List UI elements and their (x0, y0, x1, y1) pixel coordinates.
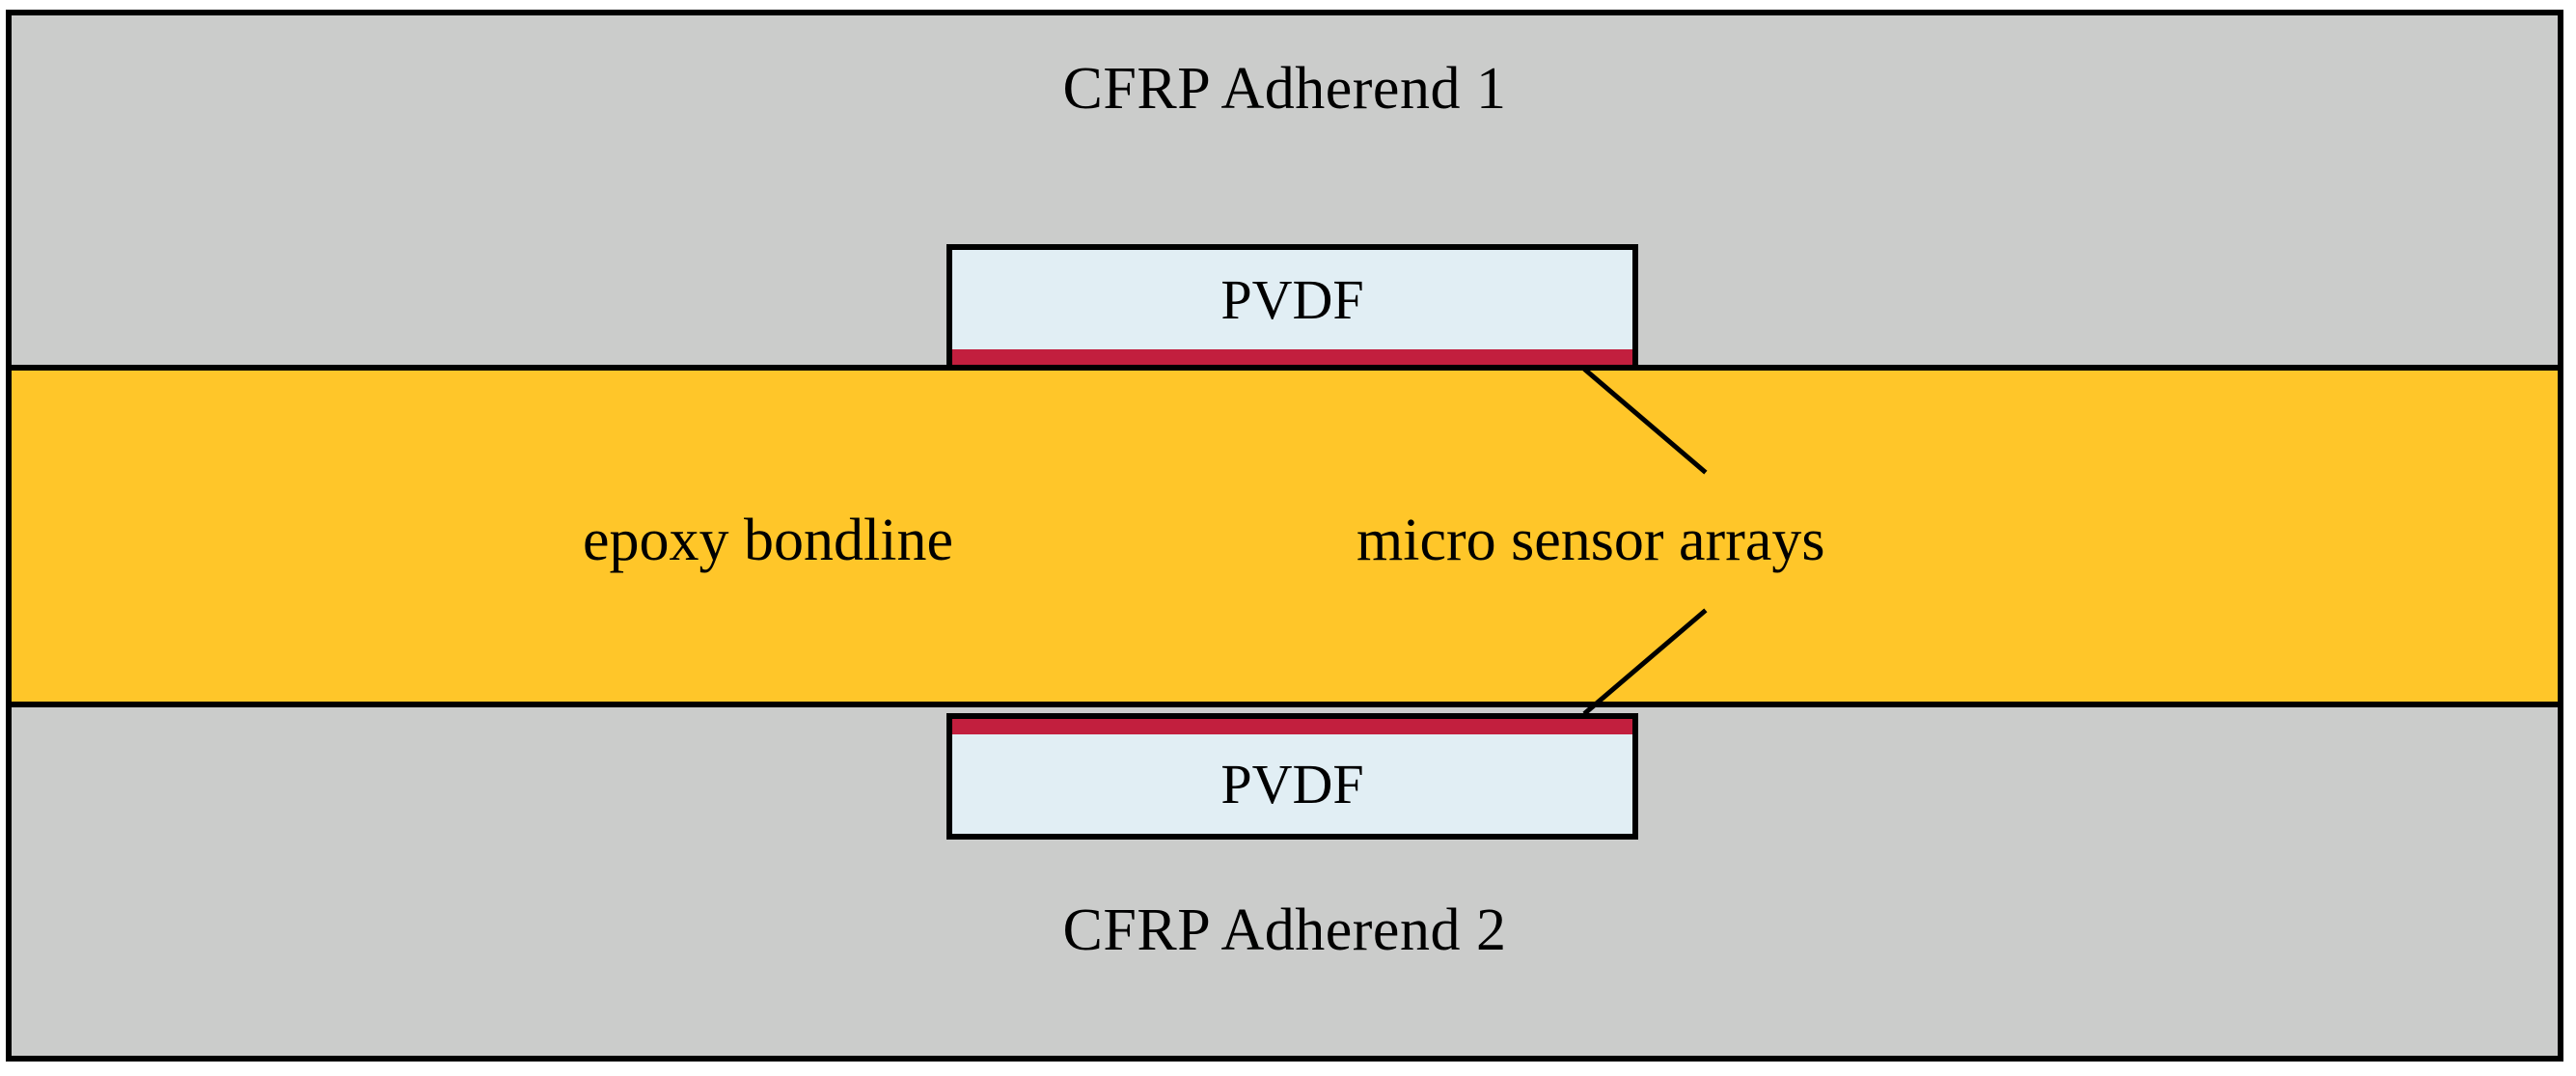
label-epoxy-bondline: epoxy bondline (583, 508, 953, 573)
layer-epoxy-bondline: epoxy bondline micro sensor arrays (12, 365, 2558, 707)
layer-cfrp-adherend-2: PVDF CFRP Adherend 2 (12, 707, 2558, 1056)
pvdf-label-bottom: PVDF (1220, 752, 1364, 815)
bondline-label-row: epoxy bondline micro sensor arrays (12, 502, 2558, 579)
pvdf-sensor-top: PVDF (946, 244, 1638, 371)
label-micro-sensor-arrays: micro sensor arrays (1357, 508, 1825, 573)
pvdf-electrode-top (952, 349, 1632, 365)
pvdf-electrode-bottom (952, 719, 1632, 734)
pvdf-label-top: PVDF (1220, 267, 1364, 331)
label-cfrp-adherend-1: CFRP Adherend 1 (1062, 56, 1507, 122)
layer-cfrp-adherend-1: CFRP Adherend 1 PVDF (12, 15, 2558, 371)
pvdf-sensor-bottom: PVDF (946, 713, 1638, 840)
figure-frame: CFRP Adherend 1 PVDF epoxy bondline micr… (6, 10, 2563, 1062)
label-cfrp-adherend-2: CFRP Adherend 2 (1062, 897, 1507, 963)
